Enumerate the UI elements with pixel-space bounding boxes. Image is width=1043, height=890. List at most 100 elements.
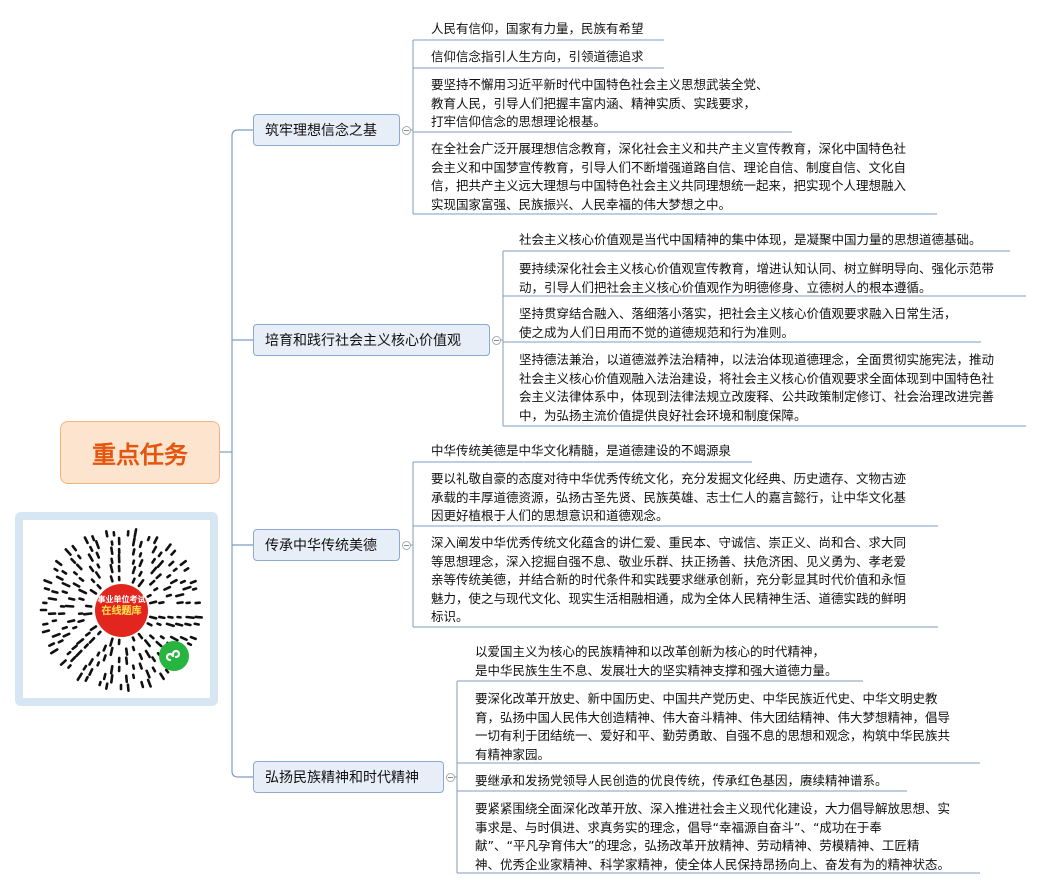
qr-badge-line1: 事业单位考试 [97, 595, 146, 604]
collapse-toggle-icon[interactable] [402, 541, 411, 550]
root-node[interactable]: 重点任务 [60, 421, 220, 484]
qr-dash [138, 652, 144, 661]
collapse-toggle-icon[interactable] [402, 126, 411, 135]
qr-dash [133, 528, 138, 538]
qr-dash [102, 672, 107, 681]
mini-program-icon [159, 641, 189, 671]
qr-dash [146, 622, 153, 627]
qr-dash [88, 668, 94, 677]
root-label: 重点任务 [92, 441, 188, 469]
leaf-text: 要坚持不懈用习近平新时代中国特色社会主义思想武装全党、教育人民，引导人们把握丰富… [431, 77, 769, 129]
qr-dash [110, 557, 114, 565]
qr-dash [70, 557, 77, 565]
leaf-text: 要以礼敬自豪的态度对待中华优秀传统文化，充分发掘文化经典、历史遗存、文物古迹承载… [431, 471, 907, 523]
qr-dash [53, 567, 59, 572]
qr-dash [149, 579, 156, 586]
qr-dash [137, 579, 145, 588]
qr-dash [146, 593, 152, 598]
qr-dash [158, 601, 165, 605]
qr-dash [176, 601, 184, 605]
branch-node-3[interactable]: 弘扬民族精神和时代精神 [253, 761, 444, 793]
leaf-text: 中华传统美德是中华文化精髓，是道德建设的不竭源泉 [431, 443, 732, 458]
qr-dash [148, 600, 158, 605]
qr-dash [78, 597, 85, 601]
qr-dash [186, 642, 193, 647]
qr-dash [77, 619, 85, 624]
qr-dash [66, 650, 72, 656]
branch-label: 培育和践行社会主义核心价值观 [265, 333, 461, 349]
qr-dash [131, 673, 136, 680]
qr-dash [64, 548, 72, 556]
qr-dash [151, 545, 158, 554]
qr-dash [90, 578, 96, 584]
leaf-text: 以爱国主义为核心的民族精神和以改革创新为核心的时代精神，是中华民族生生不息、发展… [475, 644, 838, 678]
qr-dash [102, 644, 107, 652]
qr-dash [194, 615, 203, 619]
qr-dash [42, 622, 49, 626]
leaf-text: 社会主义核心价值观是当代中国精神的集中体现，是凝聚中国力量的思想道德基础。 [519, 232, 982, 247]
qr-code-card[interactable]: 事业单位考试 在线题库 [15, 512, 218, 706]
qr-dash [47, 597, 58, 601]
qr-dash [82, 612, 93, 616]
qr-dash [88, 636, 96, 644]
qr-dash [105, 530, 109, 538]
qr-dash [77, 554, 82, 560]
qr-dash [72, 582, 81, 588]
qr-dash [193, 622, 200, 626]
qr-dash [61, 590, 68, 595]
qr-dash [138, 570, 143, 577]
leaf-text: 坚持贯穿结合融入、落细落小落实，把社会主义核心价值观要求融入日常生活，使之成为人… [519, 306, 957, 340]
branch-label: 筑牢理想信念之基 [265, 123, 377, 139]
qr-dash [124, 656, 129, 665]
qr-dash [131, 664, 136, 670]
qr-dash [96, 563, 101, 569]
collapse-toggle-icon[interactable] [492, 336, 501, 345]
qr-dash [61, 581, 71, 588]
qr-dash [124, 647, 129, 656]
qr-dash [55, 575, 64, 581]
qr-dash [78, 588, 88, 595]
qr-dash [76, 638, 85, 645]
qr-dash [167, 615, 174, 619]
leaf-text: 要继承和发扬党领导人民创造的优良传统，传承红色基因，赓续精神谱系。 [475, 773, 888, 788]
qr-dash [146, 535, 151, 542]
branch-node-1[interactable]: 培育和践行社会主义核心价值观 [253, 324, 490, 356]
qr-dash [189, 635, 197, 641]
qr-dash [149, 634, 155, 640]
qr-dash [78, 576, 85, 582]
qr-dash [182, 585, 192, 591]
branch-label: 弘扬民族精神和时代精神 [265, 770, 419, 786]
qr-dash [155, 573, 162, 580]
qr-dash [131, 536, 136, 547]
qr-badge-line2: 在线题库 [101, 606, 142, 617]
qr-dash [67, 664, 72, 669]
qr-dash [84, 675, 89, 683]
qr-dash [131, 577, 136, 584]
qr-dash [164, 543, 172, 552]
qr-dash [172, 567, 178, 572]
qr-dash [159, 635, 165, 640]
qr-dash [48, 642, 56, 647]
qr-dash [109, 563, 114, 574]
qr-dash [88, 565, 95, 573]
branch-node-2[interactable]: 传承中华传统美德 [253, 529, 400, 561]
qr-dash [109, 665, 114, 675]
qr-dash [72, 625, 78, 630]
qr-dash [191, 587, 198, 591]
qr-dash [144, 649, 151, 659]
qr-dash [165, 622, 175, 628]
qr-dash [185, 615, 195, 620]
branch-node-0[interactable]: 筑牢理想信念之基 [253, 114, 400, 146]
qr-dash [169, 635, 179, 642]
qr-dash [168, 560, 175, 567]
qr-dash [75, 649, 83, 658]
qr-dash [138, 540, 143, 549]
qr-dash [163, 585, 172, 591]
qr-dash [179, 559, 187, 567]
qr-dash [94, 571, 101, 579]
qr-dash [72, 571, 78, 576]
qr-dash [96, 651, 101, 657]
qr-dash [67, 597, 76, 601]
qr-dash [51, 632, 61, 638]
collapse-toggle-icon[interactable] [446, 773, 455, 782]
